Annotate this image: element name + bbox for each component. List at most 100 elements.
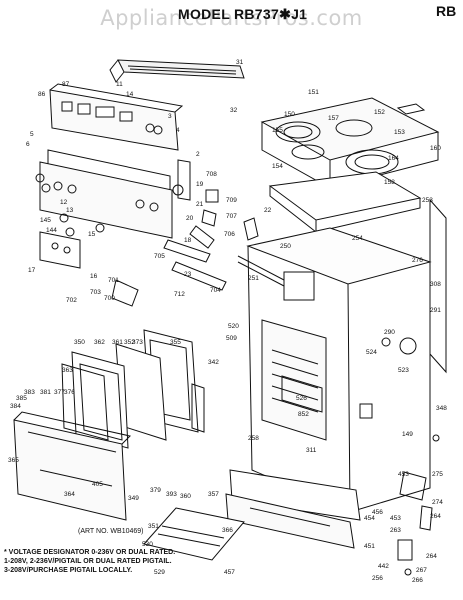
svg-text:32: 32: [230, 107, 238, 114]
svg-text:274: 274: [432, 499, 443, 506]
svg-text:256: 256: [372, 575, 383, 582]
svg-text:263: 263: [390, 527, 401, 534]
svg-text:2: 2: [196, 151, 200, 158]
svg-text:709: 709: [226, 197, 237, 204]
svg-text:15: 15: [88, 231, 96, 238]
svg-text:291: 291: [430, 307, 441, 314]
svg-text:453: 453: [390, 515, 401, 522]
svg-text:12: 12: [60, 199, 68, 206]
svg-text:529: 529: [154, 569, 165, 576]
svg-text:360: 360: [180, 493, 191, 500]
svg-text:706: 706: [224, 231, 235, 238]
svg-text:308: 308: [430, 281, 441, 288]
svg-text:6: 6: [26, 141, 30, 148]
svg-text:712: 712: [174, 291, 185, 298]
svg-text:22: 22: [264, 207, 272, 214]
svg-text:365: 365: [8, 457, 19, 464]
svg-text:708: 708: [206, 171, 217, 178]
svg-text:381: 381: [40, 389, 51, 396]
svg-text:704: 704: [210, 287, 221, 294]
storage-drawer: [143, 469, 361, 561]
svg-text:266: 266: [412, 577, 423, 584]
svg-text:149: 149: [402, 431, 413, 438]
svg-text:377: 377: [54, 389, 65, 396]
svg-text:361: 361: [112, 339, 123, 346]
svg-text:530: 530: [142, 541, 153, 548]
svg-text:11: 11: [116, 81, 123, 88]
svg-text:703: 703: [90, 289, 101, 296]
svg-text:363: 363: [62, 367, 73, 374]
svg-text:385: 385: [16, 395, 27, 402]
svg-text:702: 702: [66, 297, 77, 304]
footnote-line: * VOLTAGE DESIGNATOR 0-236V OR DUAL RATE…: [4, 549, 176, 556]
svg-text:379: 379: [150, 487, 161, 494]
control-panel: [39, 83, 191, 269]
svg-text:352: 352: [124, 339, 135, 346]
oven-door: [13, 329, 205, 521]
svg-text:520: 520: [228, 323, 239, 330]
svg-text:364: 364: [64, 491, 75, 498]
svg-text:86: 86: [38, 91, 46, 98]
cooktop: [260, 97, 440, 189]
vent-trim: [109, 59, 245, 83]
svg-text:17: 17: [28, 267, 36, 274]
svg-text:393: 393: [166, 491, 177, 498]
svg-text:457: 457: [224, 569, 235, 576]
svg-text:454: 454: [364, 515, 375, 522]
svg-text:342: 342: [208, 359, 219, 366]
svg-text:405: 405: [92, 481, 103, 488]
svg-text:21: 21: [196, 201, 204, 208]
svg-text:258: 258: [248, 435, 259, 442]
svg-text:707: 707: [226, 213, 237, 220]
svg-text:705: 705: [154, 253, 165, 260]
svg-text:18: 18: [184, 237, 192, 244]
svg-text:276: 276: [412, 257, 423, 264]
svg-text:253: 253: [422, 197, 433, 204]
svg-text:5: 5: [30, 131, 34, 138]
svg-text:349: 349: [128, 495, 139, 502]
svg-text:144: 144: [46, 227, 57, 234]
svg-text:4: 4: [176, 127, 180, 134]
svg-text:3: 3: [168, 113, 172, 120]
svg-text:151: 151: [308, 89, 319, 96]
svg-text:351: 351: [148, 523, 159, 530]
svg-text:348: 348: [436, 405, 447, 412]
svg-text:154: 154: [272, 163, 283, 170]
svg-text:13: 13: [66, 207, 74, 214]
svg-text:251: 251: [248, 275, 259, 282]
svg-text:290: 290: [384, 329, 395, 336]
svg-text:250: 250: [280, 243, 291, 250]
side-parts: [397, 434, 440, 576]
svg-text:160: 160: [430, 145, 441, 152]
svg-text:456: 456: [372, 509, 383, 516]
svg-text:366: 366: [222, 527, 233, 534]
svg-text:19: 19: [196, 181, 204, 188]
svg-text:523: 523: [398, 367, 409, 374]
svg-text:357: 357: [208, 491, 219, 498]
footnote-line: 3-208V/PURCHASE PIGTAIL LOCALLY.: [4, 567, 133, 574]
svg-text:526: 526: [296, 395, 307, 402]
svg-text:264: 264: [430, 513, 441, 520]
svg-text:362: 362: [94, 339, 105, 346]
svg-text:350: 350: [74, 339, 85, 346]
svg-text:150: 150: [284, 111, 295, 118]
svg-text:254: 254: [352, 235, 363, 242]
svg-text:31: 31: [236, 59, 244, 66]
svg-text:275: 275: [432, 471, 443, 478]
svg-text:509: 509: [226, 335, 237, 342]
svg-text:384: 384: [10, 403, 21, 410]
svg-text:158: 158: [384, 179, 395, 186]
art-number: (ART NO. WB10469): [78, 528, 144, 535]
switches-brackets: [111, 189, 285, 307]
watermark: AppliancePartsPros.com: [100, 6, 363, 30]
svg-text:453: 453: [398, 471, 409, 478]
svg-text:311: 311: [306, 447, 317, 454]
corner-code: RB: [436, 3, 457, 19]
svg-text:355: 355: [170, 339, 181, 346]
svg-text:153: 153: [394, 129, 405, 136]
svg-text:23: 23: [184, 271, 192, 278]
knob-set: [35, 123, 184, 237]
svg-text:87: 87: [62, 81, 70, 88]
